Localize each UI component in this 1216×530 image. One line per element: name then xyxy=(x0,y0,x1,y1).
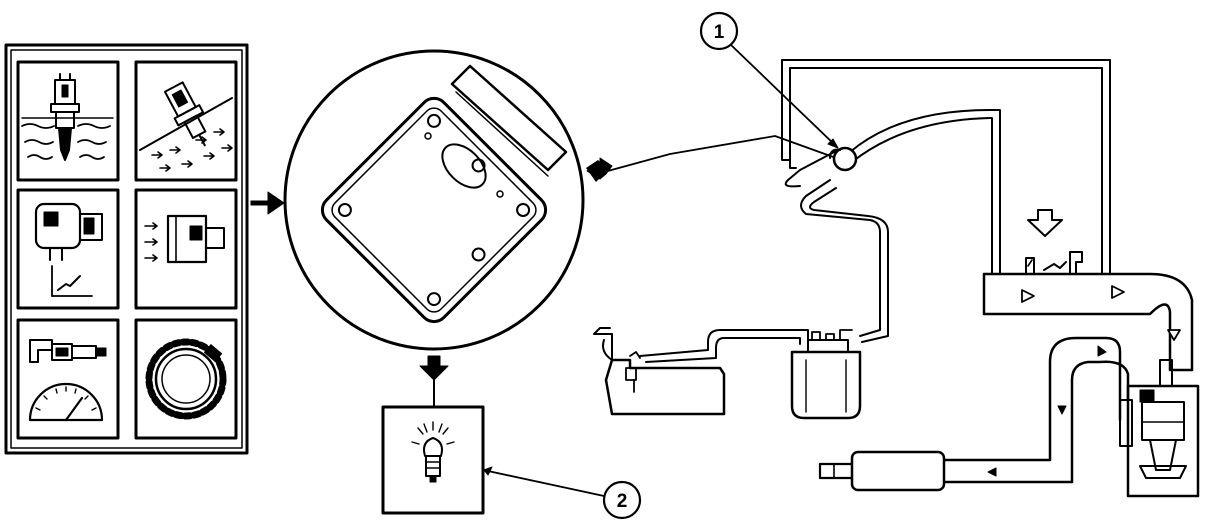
exhaust-pipe xyxy=(942,336,1130,484)
signal-arrow-to-purge-valve xyxy=(586,135,837,182)
callout-2-label: 2 xyxy=(617,491,628,512)
callout-2: 2 xyxy=(483,466,642,520)
callout-1: 1 xyxy=(699,11,839,149)
throttle-valve-icon xyxy=(1025,251,1083,275)
fuel-tank-icon xyxy=(593,327,726,416)
throttle-position-sensor-icon xyxy=(16,188,120,310)
crankshaft-speed-sensor-icon xyxy=(134,318,238,440)
warning-lamp xyxy=(381,405,485,515)
purge-valve xyxy=(829,146,858,172)
intake-manifold-icon xyxy=(982,272,1194,372)
engine-control-unit-icon xyxy=(283,49,585,351)
oxygen-sensor-icon xyxy=(16,60,120,182)
sensor-panel xyxy=(4,43,249,455)
signal-arrow-to-lamp xyxy=(419,355,449,408)
exhaust-muffler-icon xyxy=(818,450,946,492)
coolant-temperature-sensor-icon xyxy=(16,318,120,440)
air-flow-meter-icon xyxy=(134,188,238,310)
charcoal-canister-icon xyxy=(790,329,862,420)
airflow-down-arrow xyxy=(1027,209,1063,237)
engine-cylinder-icon xyxy=(1119,359,1200,498)
signal-arrow-to-ecu xyxy=(250,191,285,215)
warning-lamp-icon xyxy=(411,421,455,483)
vapor-hoses xyxy=(639,59,1111,363)
callout-1-label: 1 xyxy=(714,22,725,43)
airflow-sensor-icon xyxy=(134,60,238,182)
